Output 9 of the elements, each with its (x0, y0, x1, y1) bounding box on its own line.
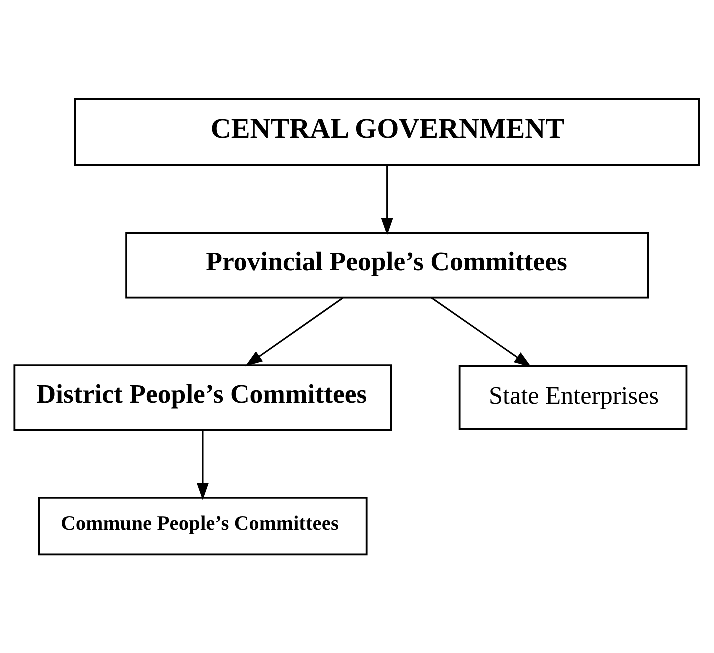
node-box: District People’s Committees (14, 364, 392, 431)
node-box: Provincial People’s Committees (126, 232, 650, 298)
arrow (196, 430, 210, 500)
node-box: Commune People’s Committees (38, 496, 368, 556)
arrow (381, 166, 394, 235)
node-box: CENTRAL GOVERNMENT (74, 98, 700, 166)
arrow (245, 296, 344, 366)
node-box: State Enterprises (458, 364, 688, 430)
arrow (431, 296, 532, 367)
